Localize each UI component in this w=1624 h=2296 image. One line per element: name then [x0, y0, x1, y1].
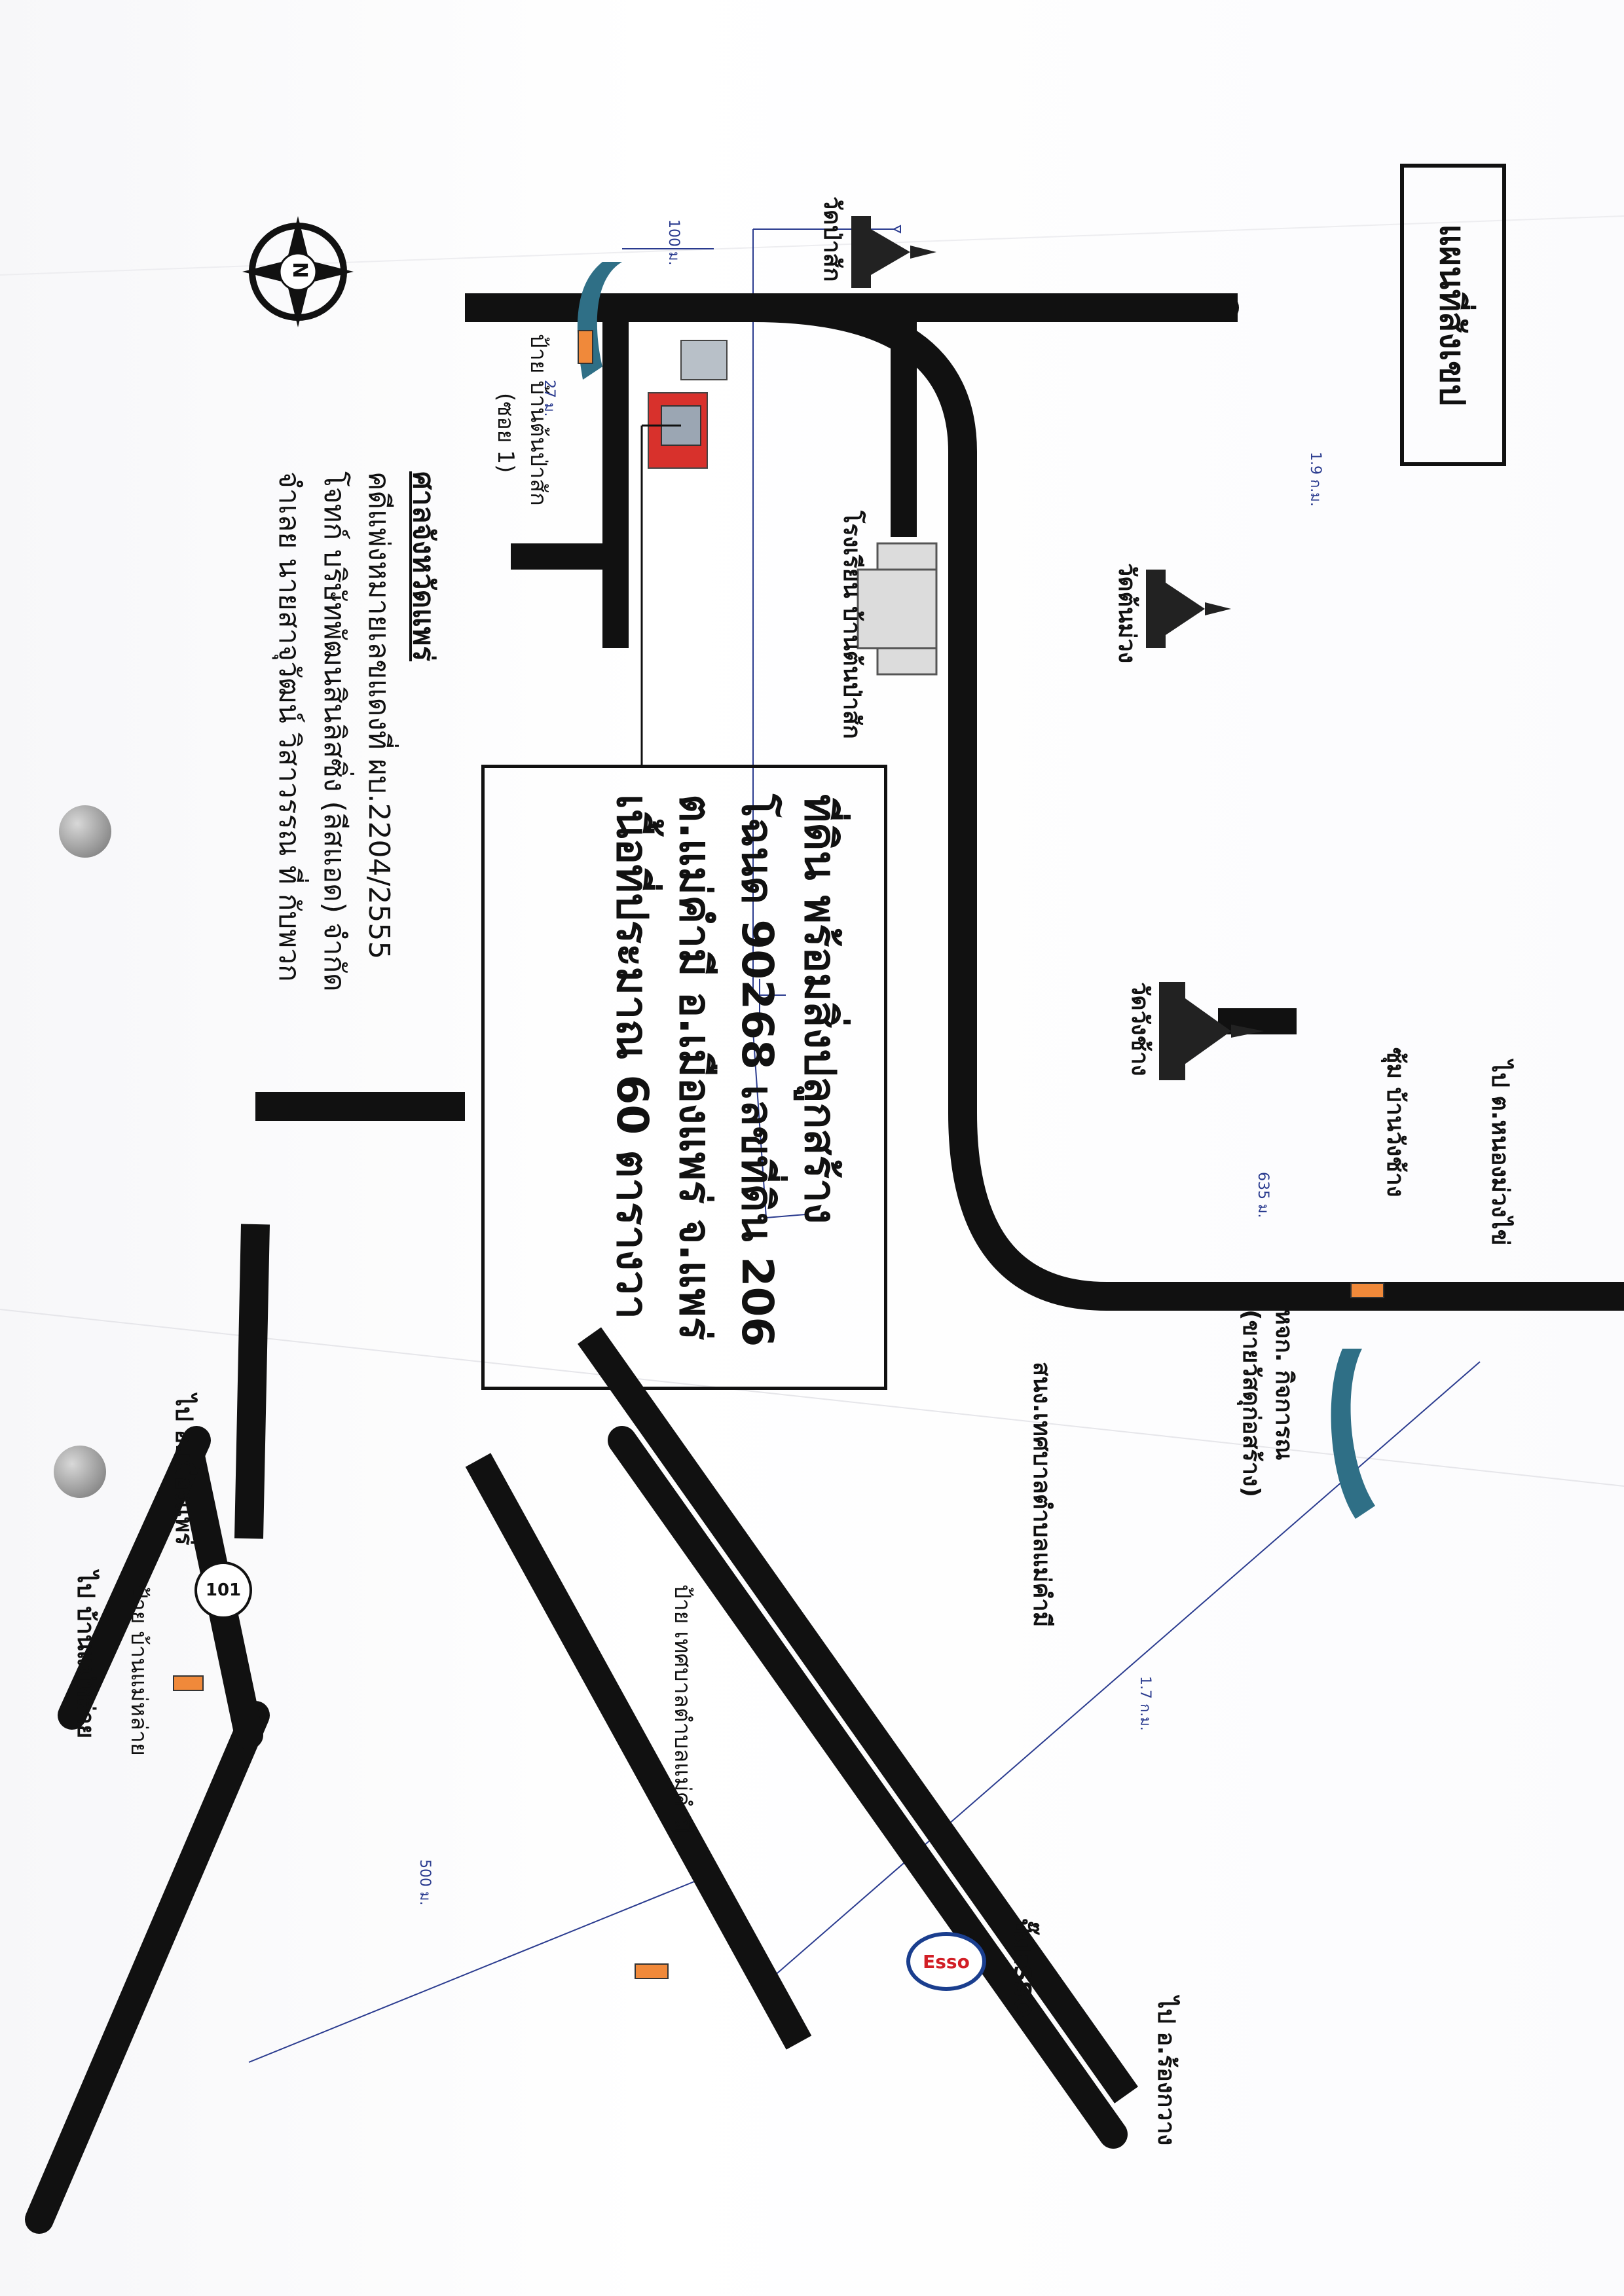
side-roads: [511, 295, 1297, 1034]
label-wat-wang-chang: วัดวังช้าง: [1126, 982, 1153, 1076]
temples: [851, 216, 1264, 1080]
court-plaintiff: โจทก์ บริษัทพัฒนสินลิสซิ่ง (ลีสแอด) จำกั…: [317, 471, 351, 992]
punch-hole-bottom: [54, 1446, 106, 1498]
punch-hole-top: [59, 805, 111, 858]
info-line-3: ต.แม่คำมี อ.เมืองแพร่ จ.แพร่: [669, 794, 720, 1341]
distance-635m: 635 ม.: [1255, 1172, 1271, 1218]
label-to-nong-muang-khai: ไป ต.หนองม่วงไข่: [1486, 1061, 1513, 1246]
label-to-rong-kwang: ไป อ.ร้องกวาง: [1153, 1997, 1179, 2146]
signs: [173, 330, 1384, 1979]
label-police: หจก. กิจการณ: [1270, 1309, 1297, 1461]
label-sign-ban-ton-pa-sak: ป้าย บ้านต้นป่าสัก: [525, 334, 551, 506]
esso-logo: Esso: [906, 1932, 986, 1991]
label-arch-ban-wang-chang: ซุ้ม บ้านวังช้าง: [1382, 1048, 1409, 1197]
court-heading: ศาลจังหวัดแพร่: [407, 471, 440, 662]
property-info-box: ที่ดิน พร้อมสิ่งปลูกสร้าง โฉนด 90268 เลข…: [481, 765, 887, 1390]
map-title: แผนที่สังเขป: [1400, 164, 1506, 466]
highway-101-badge: 101: [194, 1561, 252, 1619]
label-police-sub: (ขายวัสดุก่อสร้าง): [1238, 1309, 1264, 1497]
court-case-number: คดีแพ่งหมายเลขแดงที่ ผบ.2204/2555: [361, 471, 396, 960]
info-line-4: เนื้อที่ประมาณ 60 ตารางวา: [606, 794, 657, 1319]
school-building: [857, 542, 938, 676]
label-esso: ปั๊มESSO: [1008, 1918, 1035, 2018]
target-building: [640, 340, 728, 766]
label-wat-pa-sak: วัดป่าสัก: [819, 196, 845, 282]
label-municipality-office: สนง.เทศบาลตำบลแม่คำมี: [1028, 1362, 1055, 1628]
compass-icon: N: [242, 216, 354, 327]
distance-1-9km: 1.9 ก.ม.: [1307, 452, 1323, 507]
distance-500m: 500 ม.: [416, 1859, 433, 1906]
info-line-2: โฉนด 90268 เลขที่ดิน 206: [732, 794, 783, 1347]
court-case-block: ศาลจังหวัดแพร่ คดีแพ่งหมายเลขแดงที่ ผบ.2…: [267, 471, 445, 992]
label-soi: (ซอย 1): [492, 393, 519, 473]
distance-100m: 100 ม.: [665, 219, 682, 266]
court-defendant: จำเลย นายสาจุวัฒน์ วิสาวรรณ ที่ กับพวก: [272, 471, 306, 982]
info-line-1: ที่ดิน พร้อมสิ่งปลูกสร้าง: [795, 794, 845, 1224]
distance-27m: 27 ม.: [541, 380, 557, 417]
label-school: โรงเรียน บ้านต้นป่าสัก: [838, 511, 865, 739]
label-wat-ton-muang: วัดต้นม่วง: [1113, 563, 1140, 664]
distance-1-7km: 1.7 ก.ม.: [1137, 1676, 1153, 1731]
label-sign-municipality: ป้าย เทศบาลตำบลแม่คำมี: [669, 1584, 695, 1834]
label-to-mueang-phrae: ไป อ.เมืองแพร่: [170, 1394, 197, 1546]
label-to-ban-mae-lai: ไป บ้านแม่หล่าย: [72, 1571, 99, 1739]
compass-north-label: N: [288, 262, 311, 279]
label-sign-ban-mae-lai: ป้าย บ้านแม่หล่าย: [126, 1584, 152, 1756]
